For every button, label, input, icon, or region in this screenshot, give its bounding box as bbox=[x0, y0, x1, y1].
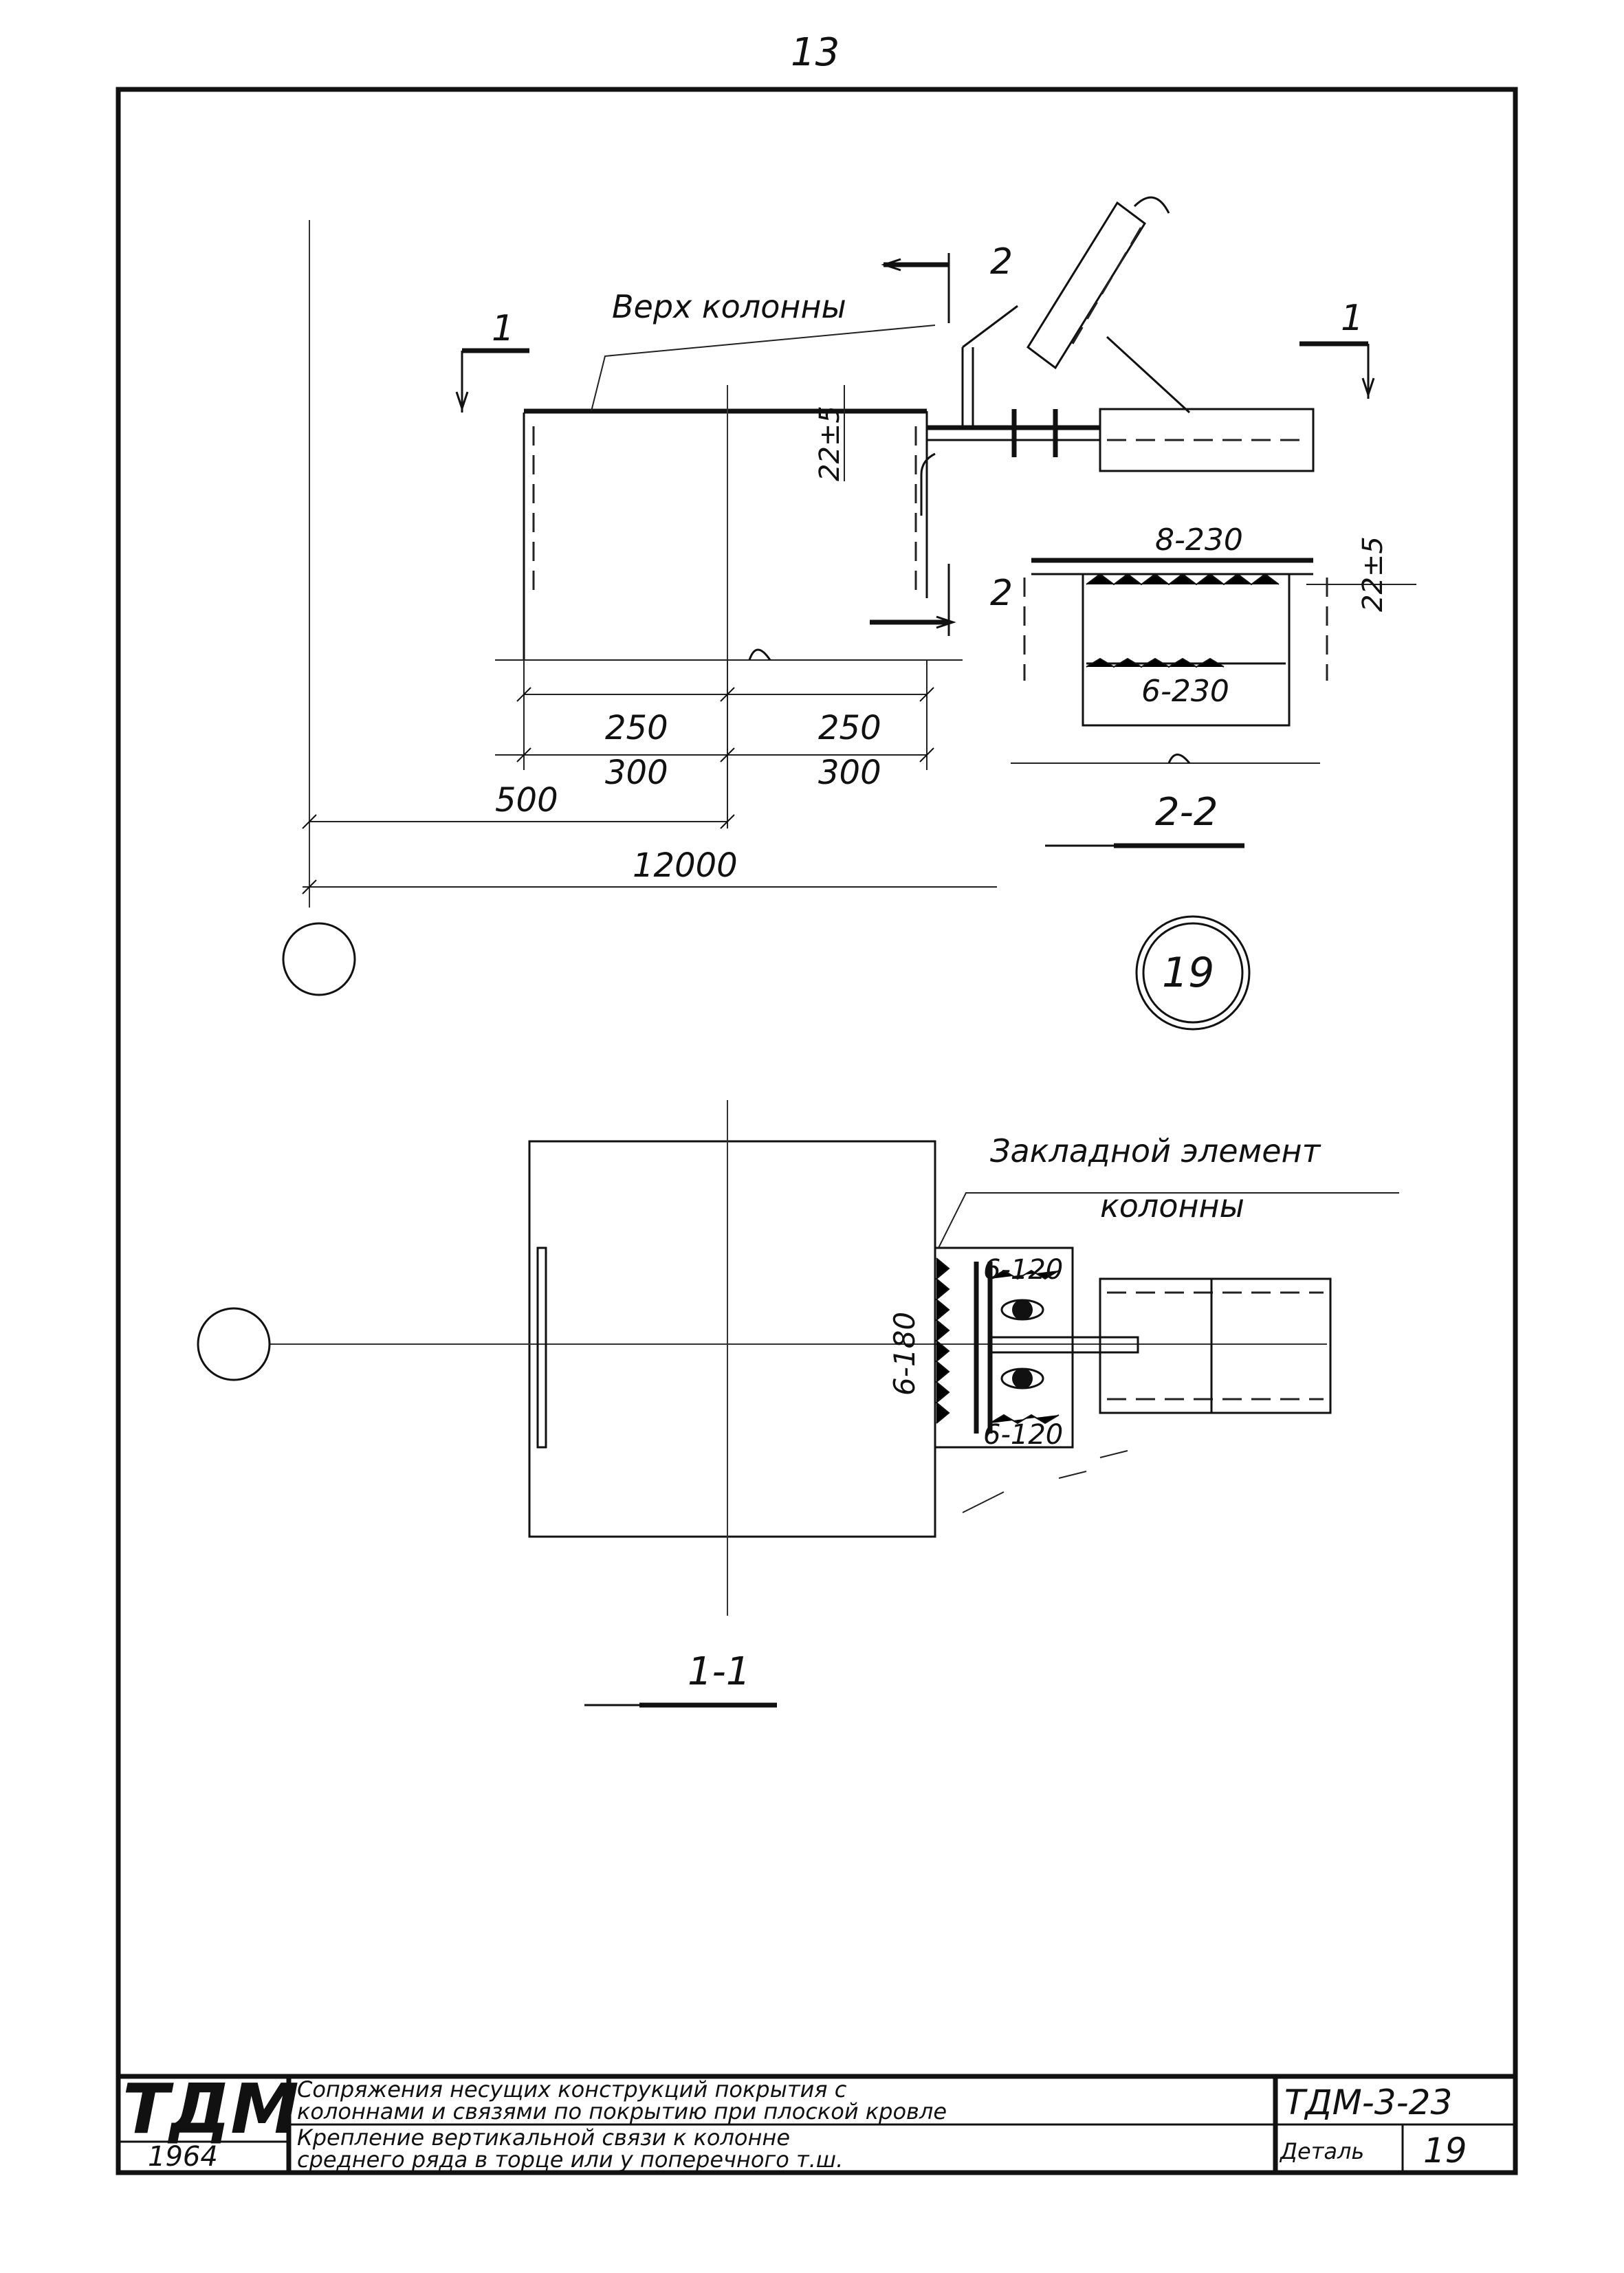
section-mark-1-right: 1 bbox=[1341, 298, 1363, 339]
dim-tolerance-upper: 22±5 bbox=[814, 406, 846, 481]
section-mark-1-left: 1 bbox=[492, 308, 514, 349]
section-2-2-title: 2-2 bbox=[1155, 790, 1218, 835]
dim-250-b: 250 bbox=[818, 709, 881, 747]
subtitle-line1: Крепление вертикальной связи к колонне bbox=[297, 2124, 790, 2151]
section-1-1: Закладной элемент колонны 6-120 6-120 6-… bbox=[197, 1100, 1399, 1708]
axis-bubble-upper bbox=[282, 922, 356, 996]
embedded-element-label-line2: колонны bbox=[1100, 1187, 1244, 1225]
detail-number-circle: 19 bbox=[1135, 915, 1251, 1031]
label-top-of-column: Верх колонны bbox=[612, 288, 846, 325]
sheet-code: ТДМ-3-23 bbox=[1284, 2083, 1452, 2122]
label-6-180: 6-180 bbox=[888, 1312, 921, 1396]
dim-300-a: 300 bbox=[605, 754, 668, 792]
label-6-230: 6-230 bbox=[1141, 674, 1229, 709]
title-year: 1964 bbox=[148, 2141, 218, 2173]
detail-number: 19 bbox=[1162, 949, 1214, 997]
dim-300-b: 300 bbox=[818, 754, 881, 792]
section-1-1-title: 1-1 bbox=[688, 1649, 750, 1694]
detail-number-title: 19 bbox=[1423, 2131, 1467, 2171]
title-block: ТДМ 1964 Сопряжения несущих конструкций … bbox=[118, 2069, 1515, 2173]
section-mark-2-bottom: 2 bbox=[990, 573, 1013, 614]
section-2-2: 8-230 6-230 22±5 2-2 bbox=[1011, 523, 1416, 848]
label-8-230: 8-230 bbox=[1155, 523, 1243, 558]
upper-view: Верх колонны 1 1 2 2 bbox=[282, 196, 1375, 996]
description-line1: Сопряжения несущих конструкций покрытия … bbox=[297, 2076, 847, 2102]
label-6-120-bottom: 6-120 bbox=[983, 1419, 1063, 1451]
dim-tolerance-2-2: 22±5 bbox=[1357, 536, 1389, 612]
drawing-frame bbox=[116, 87, 1518, 2175]
section-mark-2-top: 2 bbox=[990, 241, 1013, 283]
description-line2: колоннами и связями по покрытию при плос… bbox=[297, 2098, 947, 2124]
logo-tdm: ТДМ bbox=[122, 2069, 299, 2149]
dim-500: 500 bbox=[495, 781, 558, 820]
dim-12000: 12000 bbox=[633, 846, 738, 885]
detail-label: Деталь bbox=[1279, 2138, 1364, 2164]
subtitle-line2: среднего ряда в торце или у поперечного … bbox=[297, 2146, 843, 2173]
embedded-element-label-line1: Закладной элемент bbox=[990, 1132, 1321, 1170]
axis-bubble-lower bbox=[197, 1307, 271, 1381]
label-6-120-top: 6-120 bbox=[983, 1254, 1063, 1286]
dim-250-a: 250 bbox=[605, 709, 668, 747]
page-number: 13 bbox=[791, 30, 840, 75]
